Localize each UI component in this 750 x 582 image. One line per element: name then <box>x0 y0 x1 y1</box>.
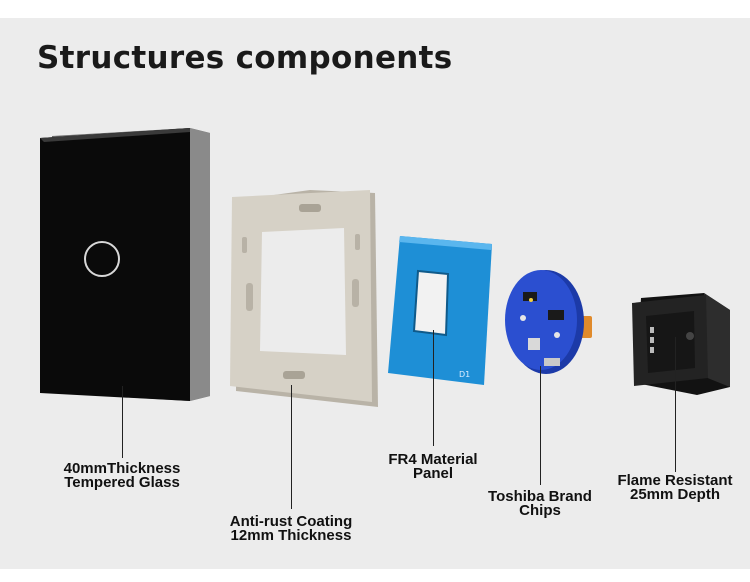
leader-line-frame <box>291 385 292 509</box>
metal-frame-label-line2: 12mm Thickness <box>230 527 352 544</box>
leader-line-fr4 <box>433 330 434 446</box>
leader-line-base <box>675 337 676 472</box>
glass-panel-label-line2: Tempered Glass <box>64 474 180 491</box>
component-label-metal-frame: Anti-rust Coating 12mm Thickness <box>216 513 366 544</box>
socket-base-icon <box>632 293 730 395</box>
mounting-frame-icon <box>230 190 378 407</box>
chip-board-icon <box>505 270 592 374</box>
leader-line-glass <box>122 386 123 458</box>
chip-board-label-line2: Chips <box>519 502 561 519</box>
component-label-fr4-panel: FR4 Material Panel <box>378 451 488 482</box>
fr4-panel-label-line1: FR4 Material <box>388 451 478 468</box>
socket-base-label-line2: 25mm Depth <box>629 486 721 503</box>
glass-panel-label-line1: 40mmThickness <box>63 460 181 477</box>
metal-frame-label-line1: Anti-rust Coating <box>229 513 353 530</box>
leader-line-chip <box>540 366 541 485</box>
page-title: Structures components <box>37 40 453 76</box>
socket-base-label-line1: Flame Resistant <box>617 472 733 489</box>
fr4-board-marking: D1 <box>459 370 470 379</box>
chip-board-label-line1: Toshiba Brand <box>488 488 592 505</box>
fr4-panel-label-line2: Panel <box>412 465 454 482</box>
component-label-glass-panel: 40mmThickness Tempered Glass <box>52 460 192 491</box>
tempered-glass-panel-icon <box>40 128 210 401</box>
component-label-socket-base: Flame Resistant 25mm Depth <box>607 472 743 503</box>
fr4-circuit-panel-icon: D1 <box>388 236 492 385</box>
component-label-chip-board: Toshiba Brand Chips <box>477 488 603 519</box>
